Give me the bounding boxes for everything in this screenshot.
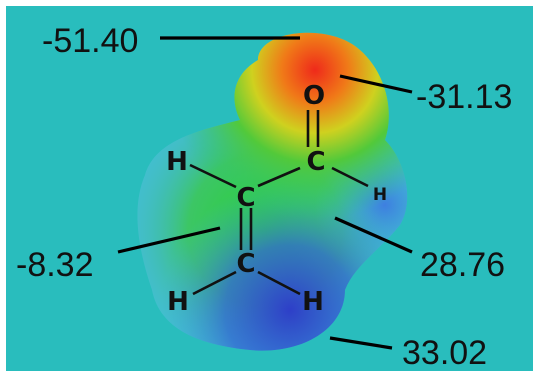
atom-h-beta-left: H xyxy=(167,287,189,317)
atom-alpha-carbon: C xyxy=(236,183,255,213)
ch-beta-right-bond xyxy=(257,270,301,296)
atom-h-alpha: H xyxy=(166,147,188,177)
molecule-bonds xyxy=(189,110,369,296)
leader-line-v4 xyxy=(334,216,413,254)
atom-beta-carbon: C xyxy=(236,249,255,279)
leader-line-v3 xyxy=(117,226,221,254)
atom-h-aldehyde: H xyxy=(373,185,387,205)
ch-beta-left-bond xyxy=(192,270,237,296)
leader-line-v2 xyxy=(339,74,413,94)
atom-h-beta-right: H xyxy=(302,287,324,317)
potential-label-v4: 28.76 xyxy=(420,246,505,284)
potential-label-v2: -31.13 xyxy=(416,78,512,116)
leader-line-v5 xyxy=(329,336,393,350)
leader-lines xyxy=(117,36,413,350)
atom-oxygen: O xyxy=(303,81,325,111)
potential-label-v3: -8.32 xyxy=(16,246,94,284)
cc-single-bond xyxy=(257,166,301,188)
potential-label-v1: -51.40 xyxy=(42,22,138,60)
ch-aldehyde-bond xyxy=(331,166,369,188)
ch-alpha-bond xyxy=(189,163,237,189)
potential-label-v5: 33.02 xyxy=(402,334,487,372)
atom-carbonyl-carbon: C xyxy=(306,147,325,177)
